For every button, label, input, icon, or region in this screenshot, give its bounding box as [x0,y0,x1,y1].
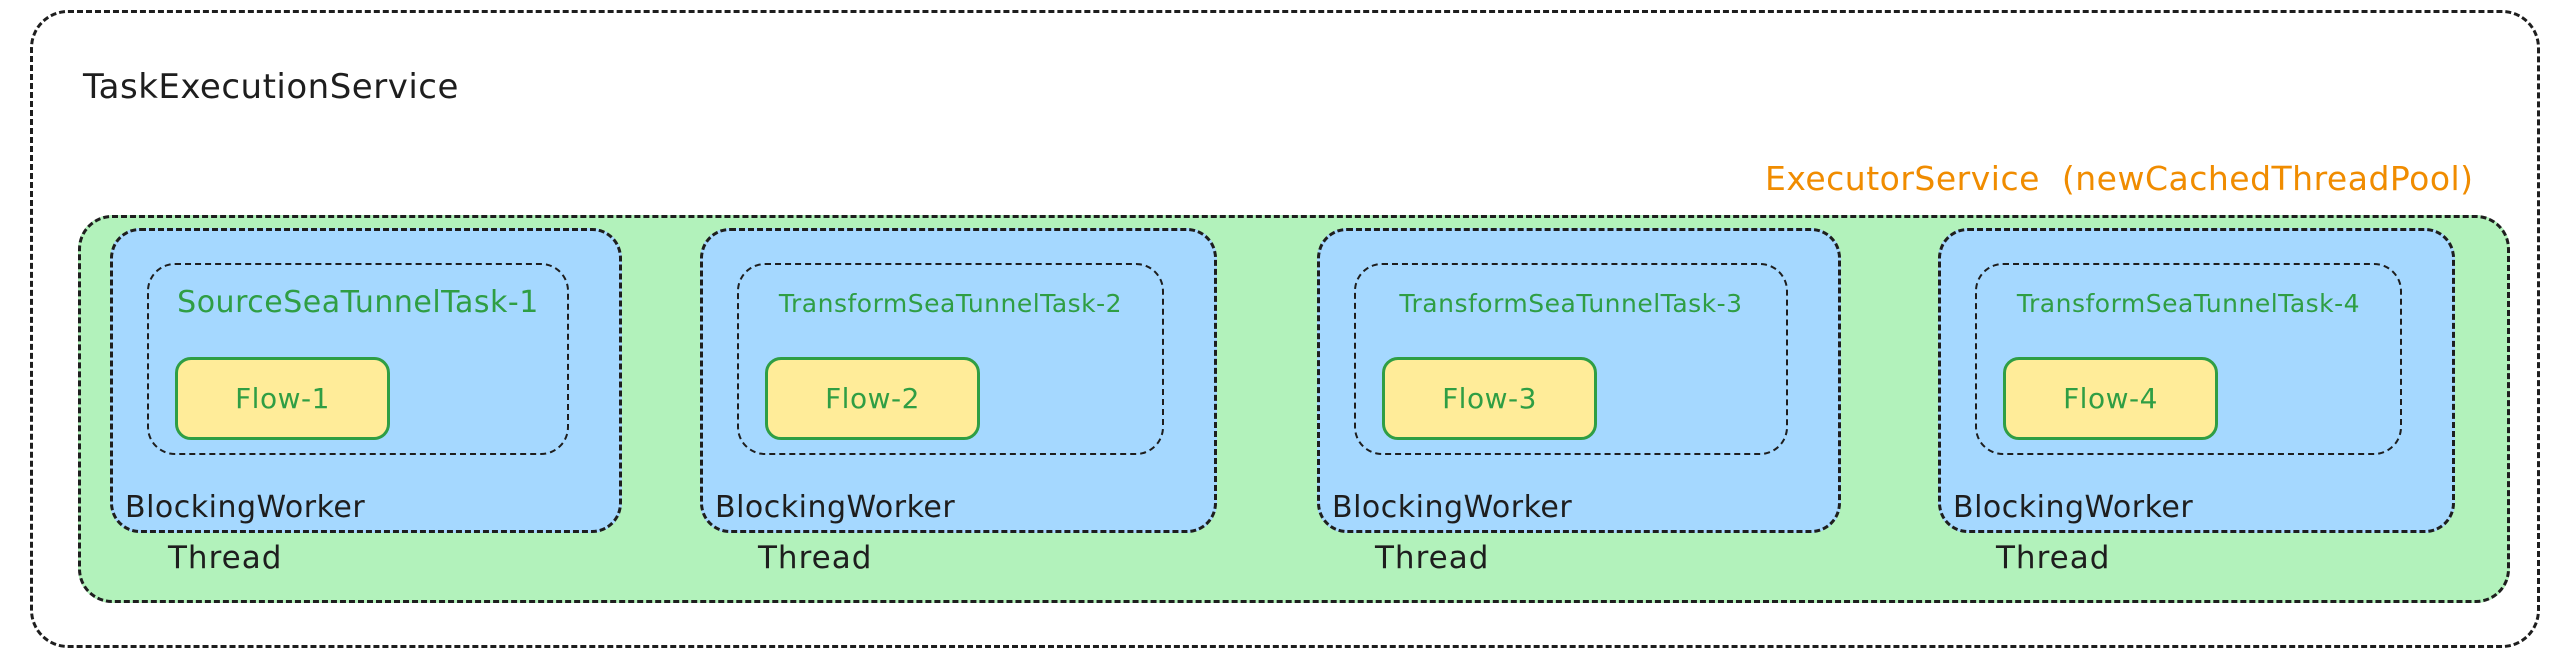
flow-name-1: Flow-1 [235,382,330,415]
blocking-worker-box-1: SourceSeaTunnelTask-1 Flow-1 BlockingWor… [110,228,622,533]
executor-service-pool-box: SourceSeaTunnelTask-1 Flow-1 BlockingWor… [78,215,2510,603]
executor-service-label: ExecutorService (newCachedThreadPool) [1765,159,2474,198]
task-name-4: TransformSeaTunnelTask-4 [2016,289,2361,318]
flow-box-1: Flow-1 [175,357,390,440]
task-name-2: TransformSeaTunnelTask-2 [778,289,1123,318]
thread-label-2: Thread [758,540,873,576]
seatunnel-task-box-3: TransformSeaTunnelTask-3 Flow-3 [1354,263,1788,455]
blocking-worker-label-1: BlockingWorker [125,490,366,525]
flow-box-3: Flow-3 [1382,357,1597,440]
blocking-worker-label-4: BlockingWorker [1953,490,2194,525]
blocking-worker-label-2: BlockingWorker [715,490,956,525]
task-execution-service-title: TaskExecutionService [83,67,459,107]
seatunnel-task-box-1: SourceSeaTunnelTask-1 Flow-1 [147,263,569,455]
flow-name-2: Flow-2 [825,382,920,415]
blocking-worker-box-3: TransformSeaTunnelTask-3 Flow-3 Blocking… [1317,228,1841,533]
flow-box-4: Flow-4 [2003,357,2218,440]
flow-name-3: Flow-3 [1442,382,1537,415]
thread-label-1: Thread [168,540,283,576]
thread-label-3: Thread [1375,540,1490,576]
blocking-worker-box-2: TransformSeaTunnelTask-2 Flow-2 Blocking… [700,228,1217,533]
seatunnel-task-box-2: TransformSeaTunnelTask-2 Flow-2 [737,263,1164,455]
flow-name-4: Flow-4 [2063,382,2158,415]
seatunnel-task-box-4: TransformSeaTunnelTask-4 Flow-4 [1975,263,2402,455]
task-name-3: TransformSeaTunnelTask-3 [1399,289,1743,318]
thread-label-4: Thread [1996,540,2111,576]
blocking-worker-label-3: BlockingWorker [1332,490,1573,525]
blocking-worker-box-4: TransformSeaTunnelTask-4 Flow-4 Blocking… [1938,228,2455,533]
flow-box-2: Flow-2 [765,357,980,440]
task-name-1: SourceSeaTunnelTask-1 [177,285,539,320]
